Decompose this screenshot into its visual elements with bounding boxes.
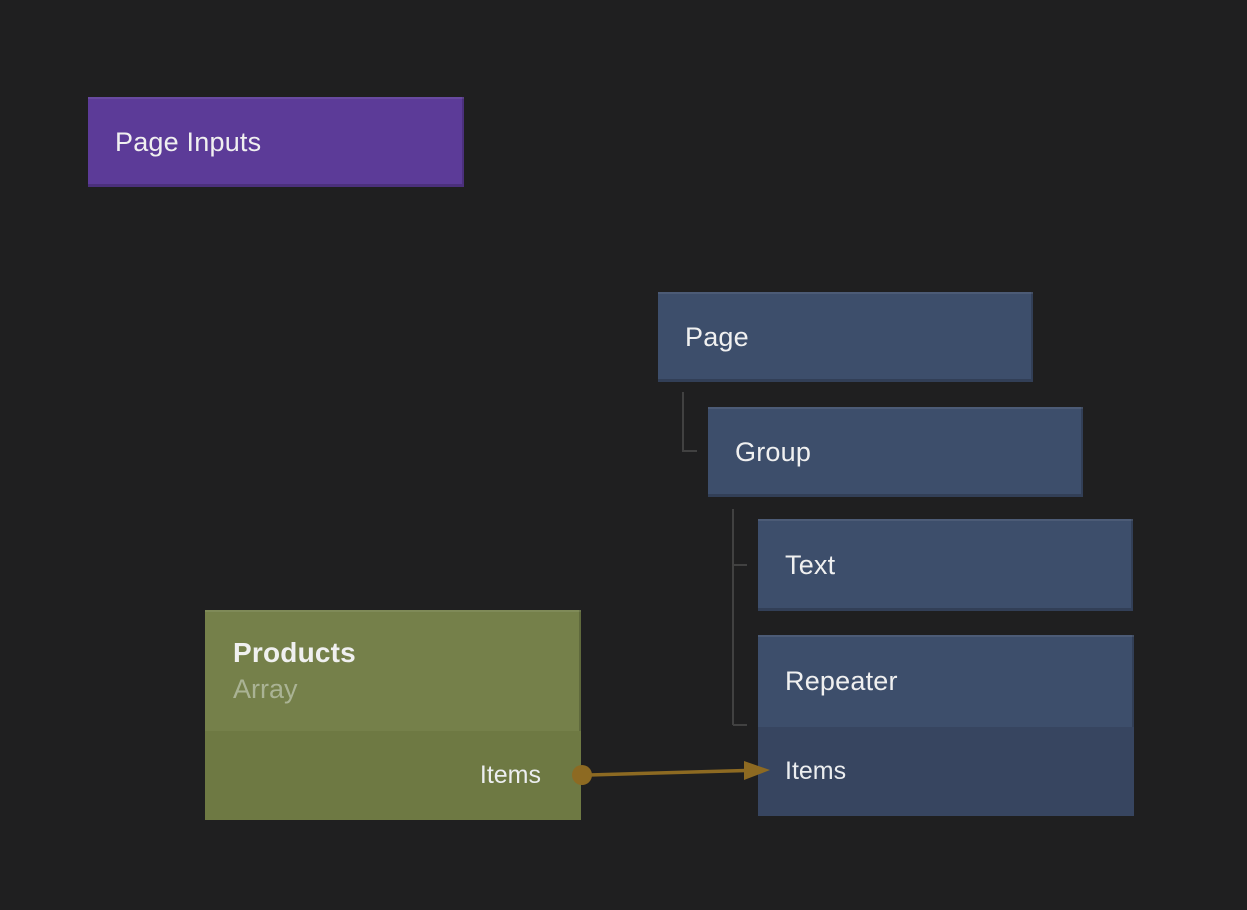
node-text[interactable]: Text xyxy=(758,519,1133,611)
node-products-label: Products xyxy=(233,637,356,668)
repeater-items-input-label: Items xyxy=(785,757,847,785)
node-page-label: Page xyxy=(685,321,749,352)
tree-connector-page-group xyxy=(682,392,697,452)
node-page-inputs[interactable]: Page Inputs xyxy=(88,97,464,187)
node-group-label: Group xyxy=(735,436,812,467)
wire-line[interactable] xyxy=(588,768,747,777)
products-items-output-label: Items xyxy=(479,761,541,789)
wire-products-items-to-repeater-items[interactable] xyxy=(572,761,770,785)
tree-connector-group-children xyxy=(732,509,747,726)
node-text-label: Text xyxy=(785,549,836,580)
node-products[interactable]: Products Array Items xyxy=(205,610,581,820)
node-products-header: Products Array xyxy=(205,610,581,731)
node-products-type-label: Array xyxy=(233,674,298,704)
node-repeater[interactable]: Repeater Items xyxy=(758,635,1134,816)
node-repeater-header: Repeater xyxy=(758,635,1134,727)
node-repeater-label: Repeater xyxy=(785,665,898,696)
node-page[interactable]: Page xyxy=(658,292,1033,382)
node-page-inputs-label: Page Inputs xyxy=(115,126,262,157)
node-group[interactable]: Group xyxy=(708,407,1083,497)
products-items-output-port[interactable]: Items xyxy=(205,731,581,820)
repeater-items-input-port[interactable]: Items xyxy=(758,727,1134,816)
